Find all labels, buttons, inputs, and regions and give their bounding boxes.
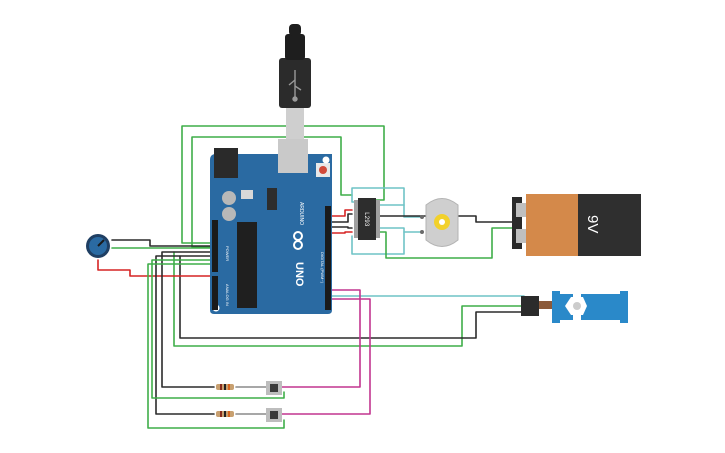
motor-terminal-2: [420, 230, 424, 234]
usb-cable[interactable]: [279, 24, 311, 140]
dc-motor[interactable]: [420, 198, 459, 247]
wire-cyan-driver-bottom[interactable]: [351, 231, 405, 255]
power-header: [212, 220, 218, 272]
driver-pins-left: [354, 200, 358, 238]
wire-red-driver-2[interactable]: [329, 231, 353, 234]
usb-icon: [288, 70, 302, 102]
l293-driver[interactable]: L293: [354, 198, 380, 240]
resistor-2[interactable]: [216, 411, 234, 417]
wire-black-pot[interactable]: [111, 239, 213, 247]
barrel-jack: [214, 148, 238, 178]
wire-cyan-driver-motor-top[interactable]: [351, 187, 405, 206]
usb-port: [278, 139, 308, 173]
battery-black: [578, 194, 641, 256]
wire-magenta-button-1[interactable]: [281, 289, 361, 388]
battery-label: 9V: [584, 215, 601, 233]
pushbutton-1-cap[interactable]: [270, 384, 278, 392]
pot-indicator: [97, 239, 105, 247]
wire-red-pot[interactable]: [97, 259, 213, 277]
small-chip: [267, 188, 277, 210]
digital-header: [325, 206, 331, 310]
wire-green-button-2[interactable]: [147, 263, 285, 429]
servo-mount-tab-2: [620, 291, 628, 323]
motor-shaft: [439, 219, 445, 225]
battery-copper: [526, 194, 578, 256]
mounting-hole-2: [322, 156, 330, 164]
uno-label: UNO: [293, 262, 305, 287]
servo-hub: [573, 302, 581, 310]
resistor-1-band-1: [220, 384, 222, 390]
resistor-1-band-3: [228, 384, 230, 390]
servo-connector: [521, 296, 539, 316]
driver-label: L293: [363, 212, 370, 227]
analog-header: [212, 276, 218, 310]
resistor-2-band-1: [220, 411, 222, 417]
battery-terminal-bottom: [516, 229, 526, 243]
wire-black-servo-gnd[interactable]: [179, 255, 525, 339]
capacitor-1: [222, 191, 236, 205]
servo-mount-tab-1: [552, 291, 560, 323]
wire-green-button-1[interactable]: [151, 259, 285, 399]
wire-red-driver-1[interactable]: [329, 209, 353, 217]
pushbutton-2[interactable]: [266, 408, 282, 422]
pushbutton-2-cap[interactable]: [270, 411, 278, 419]
analog-label: ANALOG IN: [225, 284, 230, 306]
battery-9v[interactable]: 9V: [512, 194, 641, 256]
arduino-infinity-icon: [293, 231, 303, 250]
driver-pins-right: [376, 200, 380, 238]
potentiometer[interactable]: [86, 234, 110, 258]
resistor-2-band-2: [224, 411, 226, 417]
pushbutton-1[interactable]: [266, 381, 282, 395]
usb-plug-neck: [285, 34, 305, 60]
resistor-2-band-3: [228, 411, 230, 417]
capacitor-2: [222, 207, 236, 221]
wire-green-servo-power[interactable]: [173, 251, 525, 347]
wire-black-resistor-1[interactable]: [161, 251, 215, 388]
atmega-chip: [237, 222, 257, 308]
micro-servo[interactable]: [521, 290, 628, 324]
battery-terminal-top: [516, 203, 526, 217]
wire-black-driver-2[interactable]: [329, 226, 353, 229]
reset-button-cap[interactable]: [319, 166, 327, 174]
wire-magenta-button-2[interactable]: [281, 298, 371, 415]
crystal: [241, 190, 253, 199]
driver-chip-body: [358, 198, 376, 240]
wire-black-resistor-2[interactable]: [155, 255, 215, 415]
resistor-1-band-2: [224, 384, 226, 390]
resistor-1[interactable]: [216, 384, 234, 390]
arduino-uno[interactable]: ARDUINO UNO DIGITAL (PWM~) POWER ANALOG …: [210, 139, 332, 314]
wire-black-driver-1[interactable]: [329, 213, 353, 223]
wire-green-battery[interactable]: [369, 227, 513, 259]
digital-label: DIGITAL (PWM~): [320, 252, 325, 284]
servo-cable: [539, 301, 553, 309]
power-label: POWER: [225, 246, 230, 261]
arduino-logo-text: ARDUINO: [298, 202, 304, 225]
battery-clip: [512, 197, 522, 249]
servo-body: [552, 294, 628, 320]
usb-plug-tip: [289, 24, 301, 36]
wire-cyan-motor-2[interactable]: [369, 227, 423, 233]
wire-green-top-outer[interactable]: [181, 125, 385, 244]
wire-cyan-motor-1[interactable]: [403, 204, 423, 218]
usb-cable-grey: [286, 106, 304, 140]
wire-green-top-inner[interactable]: [191, 136, 353, 248]
motor-terminal-1: [420, 215, 424, 219]
